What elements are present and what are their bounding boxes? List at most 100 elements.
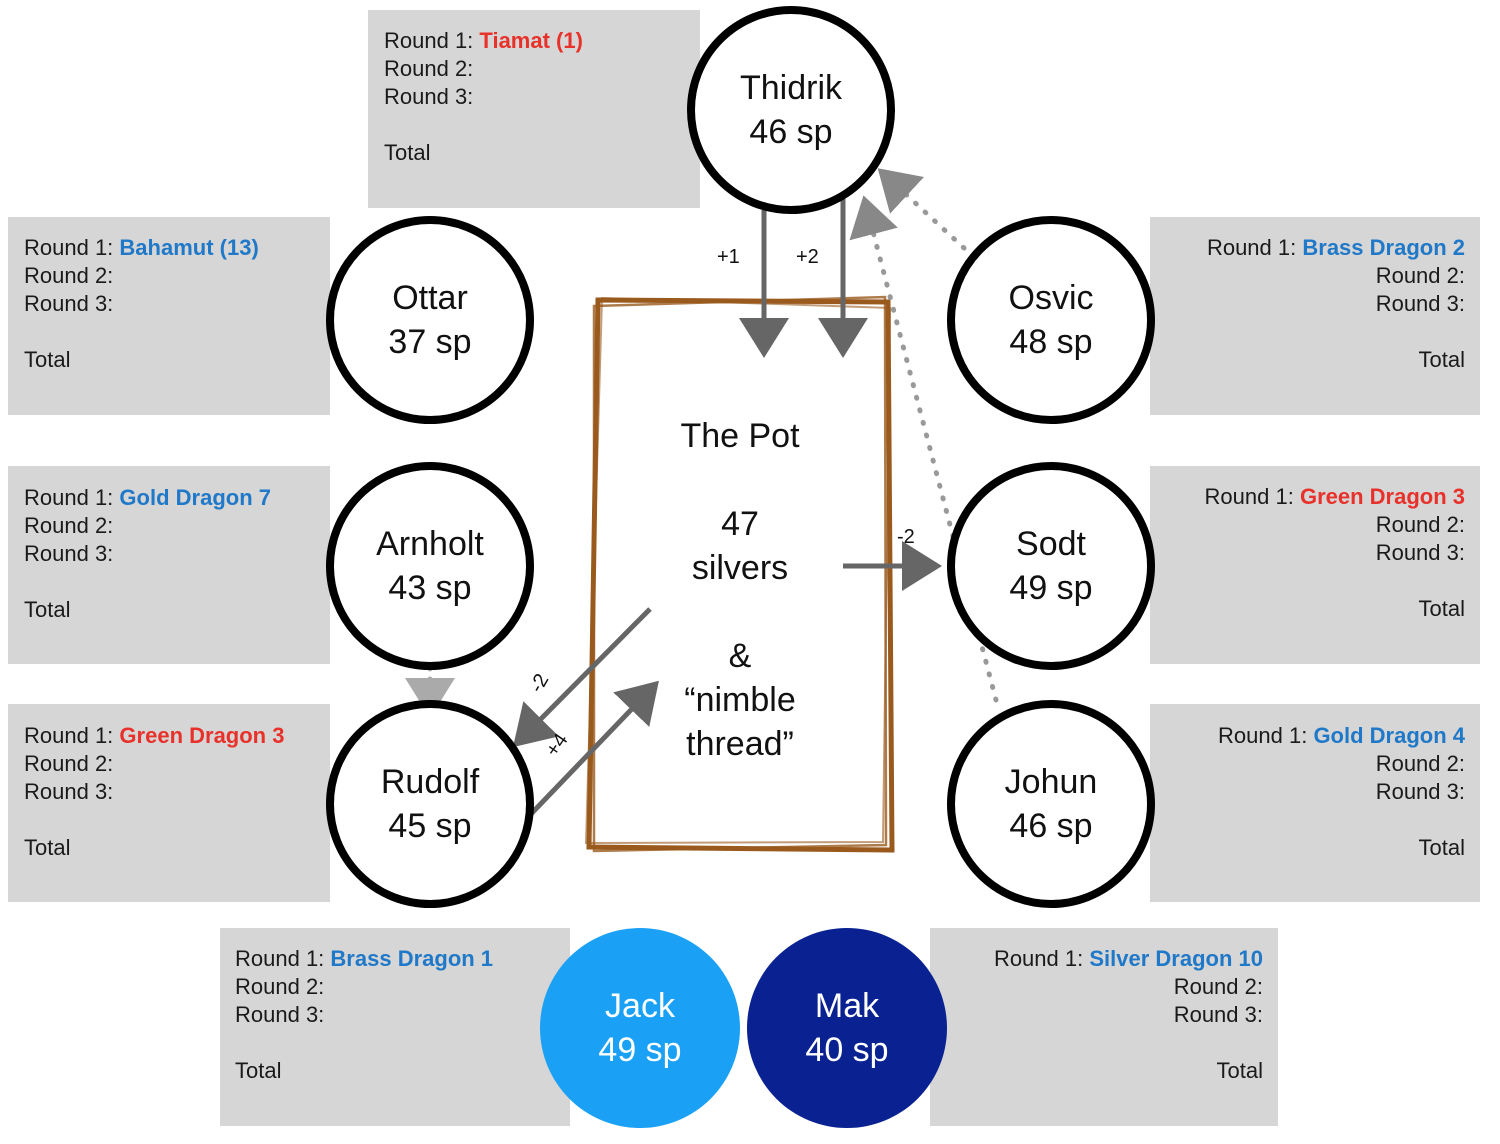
mak-name: Mak <box>814 987 880 1025</box>
ottar-name: Ottar <box>392 279 468 317</box>
rudolf-round1-value: Green Dragon 3 <box>119 723 285 748</box>
rudolf-rounds: Round 1: Green Dragon 3 Round 2: Round 3… <box>24 722 284 862</box>
round1-label: Round 1: <box>235 946 325 971</box>
pot-ampersand: & <box>728 637 752 675</box>
round1-label: Round 1: <box>24 485 114 510</box>
total-label: Total <box>235 1058 282 1083</box>
total-label: Total <box>1216 1058 1263 1083</box>
ottar-sp: 37 sp <box>388 323 472 361</box>
label-plus1: +1 <box>717 246 740 268</box>
round2-label: Round 2: <box>1173 974 1263 999</box>
round3-label: Round 3: <box>1173 1002 1263 1027</box>
round1-label: Round 1: <box>24 723 114 748</box>
rudolf-sp: 45 sp <box>388 807 472 845</box>
jack-rounds: Round 1: Brass Dragon 1 Round 2: Round 3… <box>235 945 493 1085</box>
thidrik-rounds: Round 1: Tiamat (1) Round 2: Round 3: To… <box>384 27 583 167</box>
total-label: Total <box>24 597 71 622</box>
osvic-to-thidrik-dotted <box>877 168 967 251</box>
osvic-panel <box>1150 217 1480 415</box>
total-label: Total <box>1418 596 1465 621</box>
round3-label: Round 3: <box>24 291 114 316</box>
player-johun: Johun 46 sp <box>947 700 1155 908</box>
player-thidrik: Thidrik 46 sp <box>687 6 895 214</box>
mak-panel <box>930 928 1278 1126</box>
sodt-name: Sodt <box>1016 525 1086 563</box>
round2-label: Round 2: <box>24 263 114 288</box>
osvic-rounds: Round 1: Brass Dragon 2 Round 2: Round 3… <box>1207 234 1465 374</box>
rudolf-arrow-plus4 <box>528 680 659 817</box>
round2-label: Round 2: <box>24 513 114 538</box>
round1-label: Round 1: <box>1218 723 1308 748</box>
johun-sp: 46 sp <box>1009 807 1093 845</box>
label-plus2: +2 <box>796 246 819 268</box>
rudolf-panel <box>8 704 330 902</box>
round2-label: Round 2: <box>1375 751 1465 776</box>
mak-rounds: Round 1: Silver Dragon 10 Round 2: Round… <box>994 945 1263 1085</box>
round3-label: Round 3: <box>235 1002 325 1027</box>
pot-amount: 47 <box>721 505 759 543</box>
arnholt-panel <box>8 466 330 664</box>
round1-label: Round 1: <box>993 946 1084 971</box>
sodt-panel <box>1150 466 1480 664</box>
player-sodt: Sodt 49 sp <box>947 462 1155 670</box>
player-ottar: Ottar 37 sp <box>326 216 534 424</box>
player-arnholt: Arnholt 43 sp <box>326 462 534 670</box>
round1-label: Round 1: <box>1206 235 1297 260</box>
pot-item-line1: “nimble <box>684 681 796 719</box>
jack-round1-value: Brass Dragon 1 <box>330 946 494 971</box>
pot-title: The Pot <box>680 417 800 455</box>
johun-name: Johun <box>1004 763 1098 801</box>
thidrik-round1-value: Tiamat (1) <box>479 28 583 53</box>
osvic-sp: 48 sp <box>1009 323 1093 361</box>
pot-unit: silvers <box>691 549 789 587</box>
round3-label: Round 3: <box>24 541 114 566</box>
sodt-rounds: Round 1: Green Dragon 3 Round 2: Round 3… <box>1205 483 1465 623</box>
sodt-sp: 49 sp <box>1009 569 1093 607</box>
pot: The Pot 47 silvers & “nimble thread” <box>590 300 890 848</box>
ottar-rounds: Round 1: Bahamut (13) Round 2: Round 3: … <box>24 234 259 374</box>
mak-sp: 40 sp <box>805 1031 889 1069</box>
total-label: Total <box>24 347 71 372</box>
osvic-name: Osvic <box>1008 279 1094 317</box>
total-label: Total <box>1418 835 1465 860</box>
osvic-round1-value: Brass Dragon 2 <box>1302 235 1465 260</box>
player-jack: Jack 49 sp <box>540 928 740 1128</box>
jack-sp: 49 sp <box>598 1031 682 1069</box>
player-rudolf: Rudolf 45 sp <box>326 700 534 908</box>
arnholt-round1-value: Gold Dragon 7 <box>119 485 271 510</box>
jack-panel <box>220 928 570 1126</box>
round3-label: Round 3: <box>1375 779 1465 804</box>
round3-label: Round 3: <box>384 84 474 109</box>
round2-label: Round 2: <box>24 751 114 776</box>
thidrik-name: Thidrik <box>739 69 843 107</box>
total-label: Total <box>1418 347 1465 372</box>
pot-item-line2: thread” <box>686 725 794 763</box>
round3-label: Round 3: <box>1375 540 1465 565</box>
round2-label: Round 2: <box>235 974 325 999</box>
arnholt-sp: 43 sp <box>388 569 472 607</box>
arnholt-name: Arnholt <box>376 525 484 563</box>
round3-label: Round 3: <box>1375 291 1465 316</box>
round1-label: Round 1: <box>384 28 474 53</box>
player-osvic: Osvic 48 sp <box>947 216 1155 424</box>
arnholt-rounds: Round 1: Gold Dragon 7 Round 2: Round 3:… <box>24 484 271 624</box>
mak-round1-value: Silver Dragon 10 <box>1089 946 1263 971</box>
pot-border <box>584 295 895 853</box>
round1-label: Round 1: <box>1204 484 1294 509</box>
ottar-panel <box>8 217 330 415</box>
sodt-round1-value: Green Dragon 3 <box>1299 484 1465 509</box>
thidrik-sp: 46 sp <box>749 113 833 151</box>
total-label: Total <box>24 835 71 860</box>
johun-panel <box>1150 704 1480 902</box>
round1-label: Round 1: <box>24 235 114 260</box>
round2-label: Round 2: <box>1375 263 1465 288</box>
rudolf-arrow-minus2 <box>512 607 652 748</box>
ottar-round1-value: Bahamut (13) <box>119 235 259 260</box>
thidrik-panel <box>368 10 700 208</box>
johun-rounds: Round 1: Gold Dragon 4 Round 2: Round 3:… <box>1218 722 1465 862</box>
player-mak: Mak 40 sp <box>747 928 947 1128</box>
jack-name: Jack <box>605 987 675 1025</box>
round2-label: Round 2: <box>1375 512 1465 537</box>
label-sodt-minus2: -2 <box>897 526 915 548</box>
